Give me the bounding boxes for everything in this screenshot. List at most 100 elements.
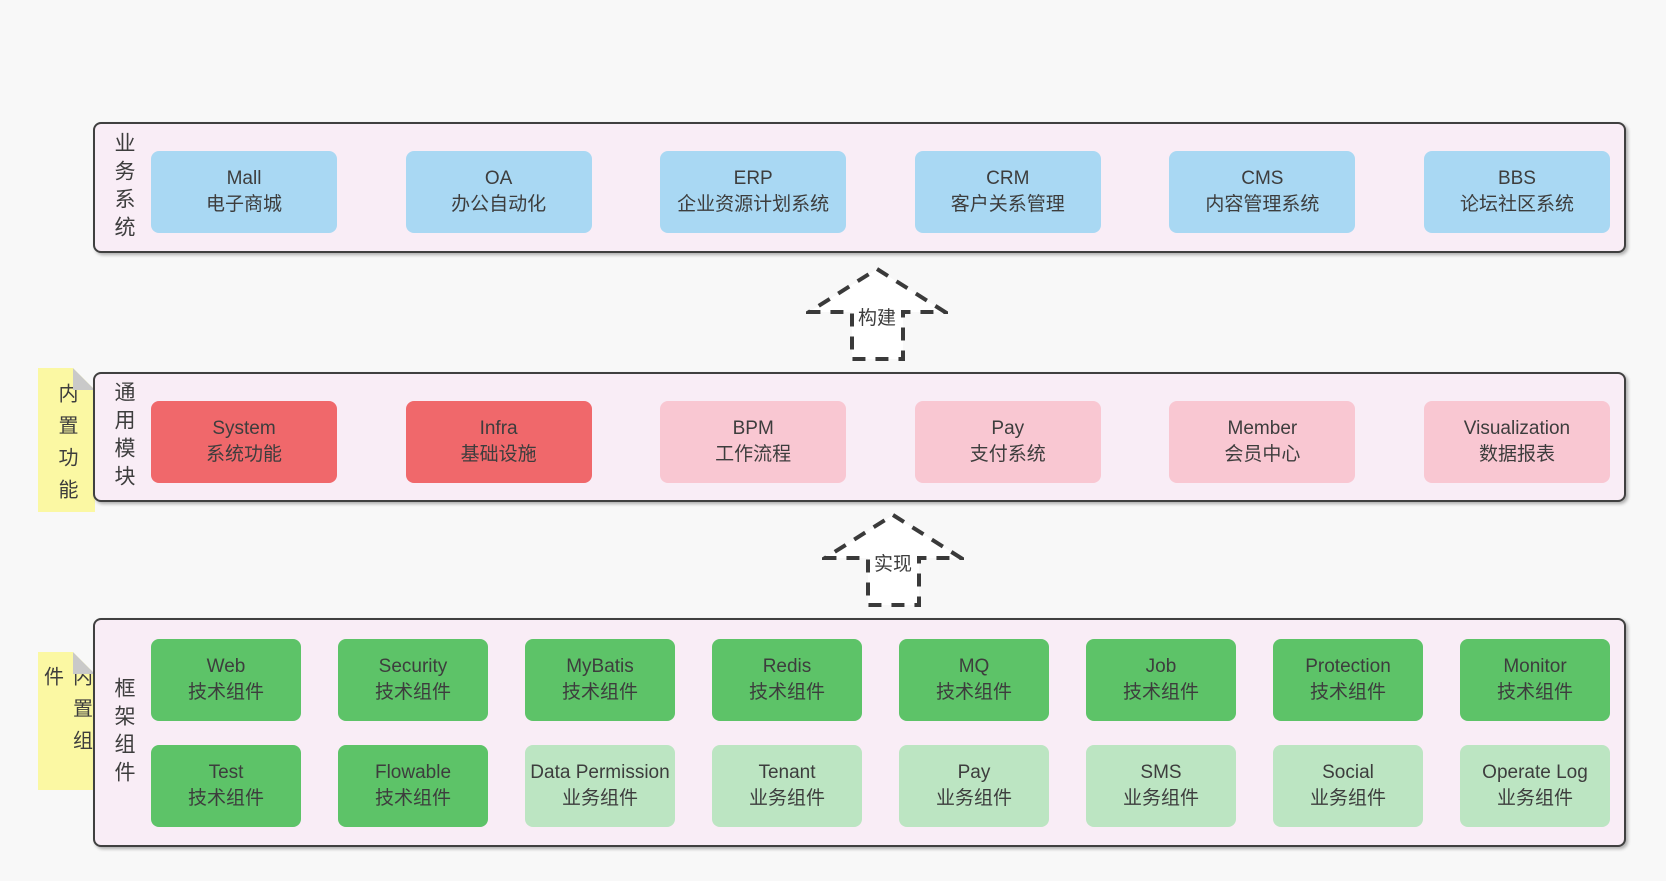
box-subtitle: 业务组件 — [935, 788, 1012, 809]
box-subtitle: 客户关系管理 — [950, 194, 1065, 215]
system-box-erp: ERP 企业资源计划系统 — [660, 151, 847, 233]
box-title: MQ — [958, 656, 990, 677]
sticky-text: 内置组件 — [40, 666, 92, 762]
box-subtitle: 基础设施 — [460, 444, 537, 465]
box-subtitle: 办公自动化 — [451, 194, 547, 215]
box-subtitle: 技术组件 — [1496, 682, 1573, 703]
component-box-operate-log: Operate Log 业务组件 — [1460, 745, 1610, 827]
box-title: Protection — [1305, 656, 1391, 677]
implement-arrow-label: 实现 — [870, 552, 916, 578]
box-subtitle: 业务组件 — [1496, 788, 1573, 809]
box-title: Social — [1322, 762, 1374, 783]
box-subtitle: 内容管理系统 — [1205, 194, 1320, 215]
component-box-test: Test 技术组件 — [151, 745, 301, 827]
layer-common-modules-label: 通用模块 — [112, 381, 135, 493]
box-subtitle: 会员中心 — [1224, 444, 1301, 465]
module-box-member: Member 会员中心 — [1169, 401, 1356, 483]
box-subtitle: 技术组件 — [187, 682, 264, 703]
box-title: SMS — [1140, 762, 1182, 783]
component-box-mybatis: MyBatis 技术组件 — [525, 639, 675, 721]
system-box-oa: OA 办公自动化 — [405, 151, 592, 233]
component-box-security: Security 技术组件 — [338, 639, 488, 721]
box-subtitle: 业务组件 — [561, 788, 638, 809]
box-title: Web — [206, 656, 246, 677]
module-box-infra: Infra 基础设施 — [405, 401, 592, 483]
component-box-data-permission: Data Permission 业务组件 — [525, 745, 675, 827]
box-title: Tenant — [758, 762, 816, 783]
box-subtitle: 技术组件 — [374, 682, 451, 703]
business-systems-row: Mall 电子商城 OA 办公自动化 ERP 企业资源计划系统 CRM 客户关系… — [151, 151, 1610, 233]
system-box-bbs: BBS 论坛社区系统 — [1423, 151, 1610, 233]
sticky-built-in-components: 内置组件 — [38, 652, 95, 790]
component-box-pay: Pay 业务组件 — [899, 745, 1049, 827]
box-subtitle: 企业资源计划系统 — [677, 194, 830, 215]
common-modules-row: System 系统功能 Infra 基础设施 BPM 工作流程 Pay 支付系统… — [151, 401, 1610, 483]
box-title: Pay — [957, 762, 991, 783]
box-subtitle: 业务组件 — [1122, 788, 1199, 809]
box-subtitle: 支付系统 — [969, 444, 1046, 465]
sticky-built-in-features: 内置功能 — [38, 368, 95, 512]
box-title: Security — [378, 656, 448, 677]
component-box-social: Social 业务组件 — [1273, 745, 1423, 827]
component-box-protection: Protection 技术组件 — [1273, 639, 1423, 721]
box-title: Test — [208, 762, 244, 783]
box-title: Data Permission — [530, 762, 670, 783]
box-title: CMS — [1241, 168, 1284, 189]
sticky-text: 内置功能 — [55, 383, 77, 511]
box-title: Visualization — [1463, 418, 1571, 439]
box-title: Pay — [991, 418, 1025, 439]
box-subtitle: 技术组件 — [748, 682, 825, 703]
box-title: ERP — [733, 168, 773, 189]
box-title: Member — [1227, 418, 1298, 439]
system-box-crm: CRM 客户关系管理 — [914, 151, 1101, 233]
module-box-system: System 系统功能 — [151, 401, 337, 483]
layer-business-systems-label: 业务系统 — [112, 131, 135, 244]
box-subtitle: 系统功能 — [205, 444, 282, 465]
box-title: Job — [1145, 656, 1177, 677]
box-title: Flowable — [374, 762, 452, 783]
box-subtitle: 工作流程 — [715, 444, 792, 465]
box-subtitle: 业务组件 — [1309, 788, 1386, 809]
module-box-visualization: Visualization 数据报表 — [1423, 401, 1610, 483]
layer-business-systems: 业务系统 Mall 电子商城 OA 办公自动化 ERP 企业资源计划系统 CRM… — [93, 122, 1626, 253]
module-box-pay: Pay 支付系统 — [914, 401, 1101, 483]
box-subtitle: 技术组件 — [1309, 682, 1386, 703]
component-box-web: Web 技术组件 — [151, 639, 301, 721]
box-title: Monitor — [1503, 656, 1567, 677]
box-subtitle: 技术组件 — [187, 788, 264, 809]
box-title: OA — [484, 168, 513, 189]
implement-arrow: 实现 — [822, 512, 964, 608]
system-box-cms: CMS 内容管理系统 — [1169, 151, 1356, 233]
box-title: Operate Log — [1482, 762, 1588, 783]
component-box-redis: Redis 技术组件 — [712, 639, 862, 721]
box-subtitle: 电子商城 — [205, 194, 282, 215]
box-subtitle: 业务组件 — [748, 788, 825, 809]
box-subtitle: 数据报表 — [1478, 444, 1555, 465]
box-title: Mall — [226, 168, 262, 189]
layer-framework-components: 框架组件 Web 技术组件 Security 技术组件 MyBatis 技术组件… — [93, 618, 1626, 847]
build-arrow-label: 构建 — [854, 306, 900, 332]
layer-framework-components-label: 框架组件 — [112, 676, 135, 789]
box-title: System — [212, 418, 276, 439]
framework-components-row-2: Test 技术组件 Flowable 技术组件 Data Permission … — [151, 745, 1610, 827]
component-box-sms: SMS 业务组件 — [1086, 745, 1236, 827]
system-box-mall: Mall 电子商城 — [151, 151, 337, 233]
box-title: CRM — [986, 168, 1030, 189]
box-title: BBS — [1497, 168, 1536, 189]
sticky-fold-corner-icon — [73, 368, 95, 390]
box-subtitle: 技术组件 — [374, 788, 451, 809]
box-title: Infra — [479, 418, 518, 439]
component-box-tenant: Tenant 业务组件 — [712, 745, 862, 827]
framework-components-row-1: Web 技术组件 Security 技术组件 MyBatis 技术组件 Redi… — [151, 639, 1610, 721]
component-box-monitor: Monitor 技术组件 — [1460, 639, 1610, 721]
component-box-flowable: Flowable 技术组件 — [338, 745, 488, 827]
layer-common-modules: 通用模块 System 系统功能 Infra 基础设施 BPM 工作流程 Pay… — [93, 372, 1626, 502]
box-subtitle: 论坛社区系统 — [1459, 194, 1574, 215]
component-box-mq: MQ 技术组件 — [899, 639, 1049, 721]
box-title: BPM — [732, 418, 774, 439]
box-subtitle: 技术组件 — [561, 682, 638, 703]
module-box-bpm: BPM 工作流程 — [660, 401, 847, 483]
sticky-fold-corner-icon — [73, 652, 95, 674]
box-subtitle: 技术组件 — [935, 682, 1012, 703]
